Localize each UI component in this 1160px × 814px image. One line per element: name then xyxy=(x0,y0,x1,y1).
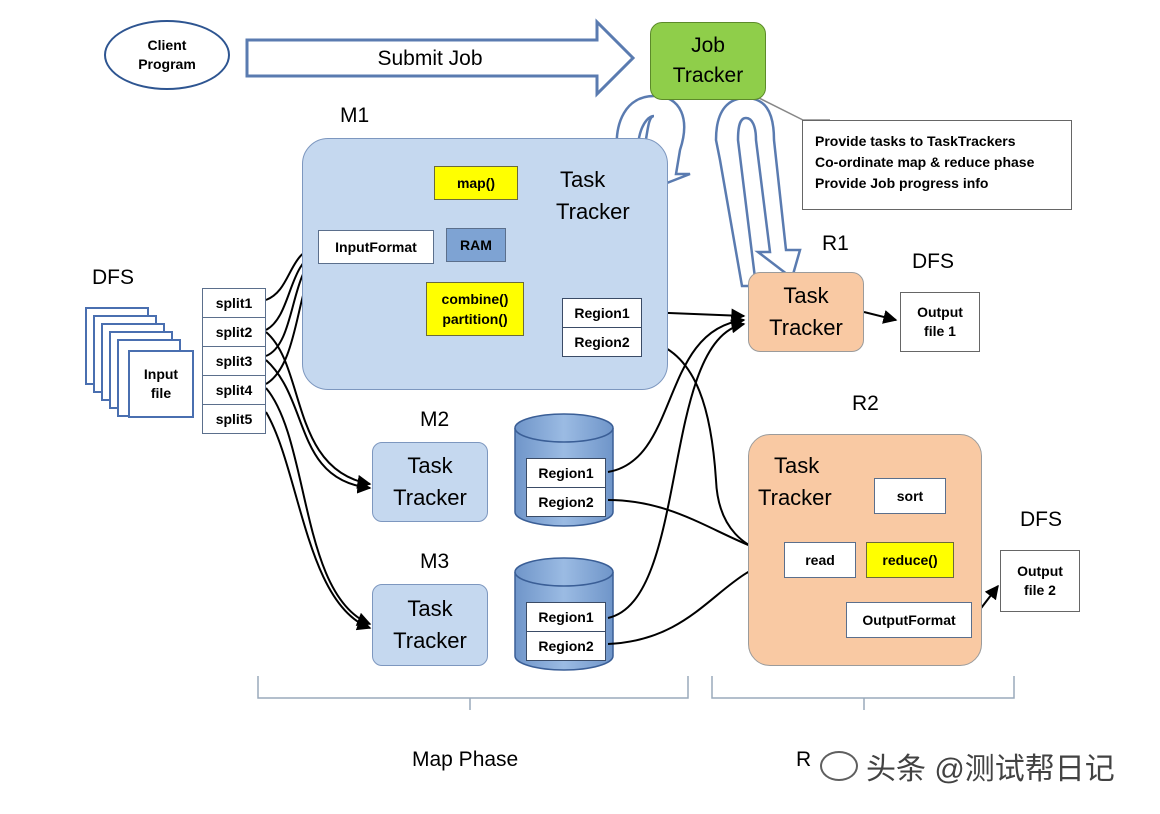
input-file-line1: Input xyxy=(143,366,179,382)
input-file: Input file xyxy=(128,350,194,418)
info-line-3: Provide Job progress info xyxy=(815,175,989,191)
job-tracker-info-box: Provide tasks to TaskTrackers Co-ordinat… xyxy=(802,120,1072,210)
r2-label: R2 xyxy=(852,392,879,415)
m1-regions: Region1 Region2 xyxy=(562,298,642,357)
info-line-1: Provide tasks to TaskTrackers xyxy=(815,133,1016,149)
partition-label: partition() xyxy=(442,311,508,327)
job-tracker-line1: Job xyxy=(691,34,725,57)
job-tracker: Job Tracker xyxy=(650,22,766,100)
input-format-box: InputFormat xyxy=(318,230,434,264)
output-format-box: OutputFormat xyxy=(846,602,972,638)
m3-regions: Region1 Region2 xyxy=(526,602,606,661)
r2-tracker-line1: Task xyxy=(774,453,820,478)
output-file-1-line2: file 1 xyxy=(924,323,956,339)
phase-braces xyxy=(257,676,1015,710)
output-file-2-line2: file 2 xyxy=(1024,582,1056,598)
r2-tracker-line2: Tracker xyxy=(758,485,832,510)
m2-region2: Region2 xyxy=(526,487,606,517)
m3-region1: Region1 xyxy=(526,602,606,632)
map-phase-label: Map Phase xyxy=(412,748,519,771)
output-file-1-line1: Output xyxy=(917,304,963,320)
watermark-text: 头条 @测试帮日记 xyxy=(866,753,1115,786)
m1-region1: Region1 xyxy=(562,298,642,328)
m3-label: M3 xyxy=(420,550,450,573)
m3-region2: Region2 xyxy=(526,631,606,661)
m3-task-tracker: Task Tracker xyxy=(372,584,488,666)
input-file-line2: file xyxy=(150,385,172,401)
submit-job-arrow xyxy=(245,18,636,98)
m2-tracker-line1: Task xyxy=(407,453,453,478)
watermark-icon xyxy=(820,751,858,781)
split-item-5: split5 xyxy=(202,404,266,434)
output-file-2-line1: Output xyxy=(1017,563,1063,579)
reduce-phase-label-fragment: R xyxy=(796,748,812,771)
dfs-input-label: DFS xyxy=(92,266,134,289)
m1-region2: Region2 xyxy=(562,327,642,357)
r2-task-tracker: Task Tracker xyxy=(758,450,832,514)
r1-tracker-line1: Task xyxy=(783,283,829,308)
client-label-line1: Client xyxy=(147,37,187,53)
reduce-function-box: reduce() xyxy=(866,542,954,578)
m1-label: M1 xyxy=(340,104,370,127)
m2-regions: Region1 Region2 xyxy=(526,458,606,517)
m2-region1: Region1 xyxy=(526,458,606,488)
combine-label: combine() xyxy=(441,291,509,307)
map-function-box: map() xyxy=(434,166,518,200)
m3-tracker-line2: Tracker xyxy=(393,628,467,653)
split-list: split1 split2 split3 split4 split5 xyxy=(202,288,266,434)
r2-dfs-label: DFS xyxy=(1020,508,1062,531)
split-item-2: split2 xyxy=(202,317,266,347)
m2-task-tracker: Task Tracker xyxy=(372,442,488,522)
output-file-2: Output file 2 xyxy=(1000,550,1080,612)
r1-dfs-label: DFS xyxy=(912,250,954,273)
r1-label: R1 xyxy=(822,232,849,255)
m1-tracker-line1: Task xyxy=(560,167,606,192)
split-item-1: split1 xyxy=(202,288,266,318)
job-to-r1-uturn-arrow xyxy=(714,96,802,288)
split-item-4: split4 xyxy=(202,375,266,405)
r1-task-tracker: Task Tracker xyxy=(748,272,864,352)
job-tracker-line2: Tracker xyxy=(672,64,744,87)
ram-box: RAM xyxy=(446,228,506,262)
split-item-3: split3 xyxy=(202,346,266,376)
m3-tracker-line1: Task xyxy=(407,596,453,621)
read-box: read xyxy=(784,542,856,578)
client-label-line2: Program xyxy=(138,56,196,72)
m1-tracker-line2: Tracker xyxy=(556,199,630,224)
m2-label: M2 xyxy=(420,408,450,431)
client-program: Client Program xyxy=(104,20,230,90)
info-line-2: Co-ordinate map & reduce phase xyxy=(815,154,1035,170)
combine-partition-box: combine() partition() xyxy=(426,282,524,336)
output-file-1: Output file 1 xyxy=(900,292,980,352)
r1-tracker-line2: Tracker xyxy=(769,315,843,340)
watermark: 头条 @测试帮日记 xyxy=(820,744,1115,788)
m1-task-tracker: Task Tracker xyxy=(556,164,630,228)
sort-box: sort xyxy=(874,478,946,514)
m2-tracker-line2: Tracker xyxy=(393,485,467,510)
submit-job-label: Submit Job xyxy=(377,47,483,70)
